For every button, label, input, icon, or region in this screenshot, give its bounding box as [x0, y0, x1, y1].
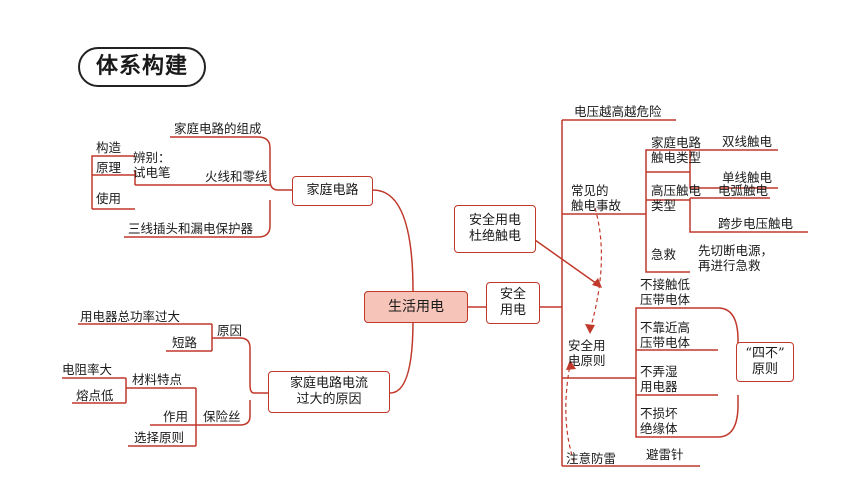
- avoid-shock-box: 安全用电 杜绝触电: [454, 205, 536, 253]
- single-wire-label: 单线触电: [722, 170, 773, 185]
- usage-label: 使用: [96, 191, 122, 206]
- low-melting-label: 熔点低: [76, 388, 114, 403]
- voltage-danger-label: 电压越高越危险: [574, 104, 662, 119]
- cause-label: 原因: [217, 323, 243, 338]
- center-node: 生活用电: [364, 291, 468, 323]
- structure-label: 构造: [96, 140, 122, 155]
- household-composition-label: 家庭电路的组成: [174, 121, 262, 136]
- step-voltage-label: 跨步电压触电: [718, 216, 794, 231]
- overload-label: 用电器总功率过大: [80, 309, 181, 324]
- function-label: 作用: [163, 409, 189, 424]
- household-types-label: 家庭电路 触电类型: [651, 135, 702, 165]
- fuse-label: 保险丝: [203, 409, 241, 424]
- material-label: 材料特点: [132, 372, 183, 387]
- accidents-label: 常见的 触电事故: [571, 183, 622, 213]
- rule-3-label: 不弄湿 用电器: [640, 364, 678, 394]
- choose-principle-label: 选择原则: [134, 430, 185, 445]
- principles-label: 安全用 电原则: [568, 338, 606, 368]
- lightning-label: 注意防雷: [566, 451, 617, 466]
- rule-1-label: 不接触低 压带电体: [640, 277, 691, 307]
- lightning-rod-label: 避雷针: [646, 447, 684, 462]
- principle-label: 原理: [96, 160, 122, 175]
- rule-4-label: 不损坏 绝缘体: [640, 406, 678, 436]
- hv-types-label: 高压触电 类型: [651, 183, 702, 213]
- overcurrent-node: 家庭电路电流 过大的原因: [268, 371, 390, 413]
- safety-node: 安全 用电: [486, 282, 540, 324]
- short-circuit-label: 短路: [172, 335, 198, 350]
- double-wire-label: 双线触电: [722, 134, 773, 149]
- high-resistivity-label: 电阻率大: [62, 362, 113, 377]
- fire-zero-label: 火线和零线: [205, 169, 268, 184]
- rule-2-label: 不靠近高 压带电体: [640, 320, 691, 350]
- first-aid-steps-label: 先切断电源， 再进行急救: [698, 243, 774, 273]
- first-aid-label: 急救: [651, 247, 677, 262]
- identify-label: 辨别： 试电笔: [133, 150, 171, 180]
- arc-label: 电弧触电: [718, 183, 769, 198]
- household-circuit-node: 家庭电路: [292, 176, 373, 206]
- page-title: 体系构建: [78, 47, 207, 87]
- socket-label: 三线插头和漏电保护器: [128, 221, 254, 236]
- four-nots-box: “四不” 原则: [736, 342, 794, 382]
